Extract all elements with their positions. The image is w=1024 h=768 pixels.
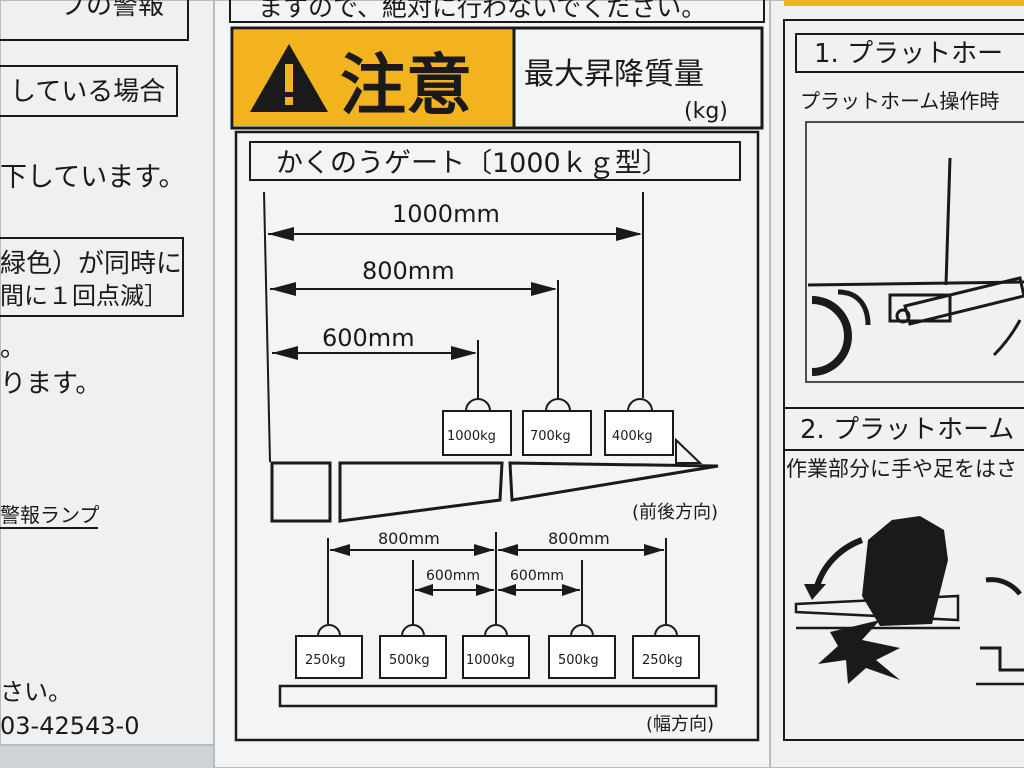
svg-text:500kg: 500kg xyxy=(389,653,430,668)
left-box2-line1: 緑色）が同時に xyxy=(0,249,182,279)
step2-title: 2. プラットホーム xyxy=(800,415,1014,445)
hand-pinch-warning-illustration xyxy=(794,516,1024,686)
width-dim-800mm-right: 800mm xyxy=(548,529,610,548)
gate-title-box xyxy=(249,141,741,181)
front-rear-diagram: 1000mm 800mm 600mm 1000kg 700kg xyxy=(263,191,719,523)
width-weight-250kg-left: 250kg xyxy=(295,624,363,679)
warning-triangle-icon xyxy=(250,44,328,112)
gate-diagram-frame xyxy=(234,130,760,742)
svg-text:700kg: 700kg xyxy=(530,429,571,444)
weight-1000kg: 1000kg xyxy=(442,398,512,456)
gate-tip xyxy=(675,437,703,464)
width-diagram: 800mm 800mm 600mm 600mm 250kg 500kg xyxy=(278,529,718,735)
step1-title: 1. プラットホー xyxy=(814,39,1003,69)
left-panel: プの警報 している場合 下しています。 緑色）が同時に 間に１回点滅］ 。 りま… xyxy=(0,0,189,740)
weight-400kg: 400kg xyxy=(604,398,674,456)
left-lamp-label: 警報ランプ xyxy=(0,503,99,527)
left-line3: ります。 xyxy=(0,369,101,399)
gate-title: かくのうゲート〔1000ｋｇ型〕 xyxy=(276,148,669,179)
left-bottom-text: さい。 xyxy=(0,678,72,706)
truck-liftgate-illustration xyxy=(805,121,1024,383)
svg-text:400kg: 400kg xyxy=(612,429,653,444)
svg-text:250kg: 250kg xyxy=(305,653,346,668)
part-number: 03-42543-0 xyxy=(0,712,139,740)
front-rear-direction-label: (前後方向) xyxy=(632,502,718,523)
svg-text:1000kg: 1000kg xyxy=(466,653,515,668)
width-dim-800mm-left: 800mm xyxy=(378,529,440,548)
svg-text:500kg: 500kg xyxy=(558,653,599,668)
caution-header-box xyxy=(230,26,764,130)
width-dim-600mm-right: 600mm xyxy=(510,568,564,584)
center-panel: ますので、絶対に行わないでください。 注意 最大昇降質量 (kg) かくのうゲー… xyxy=(229,0,765,742)
right-panel: 1. プラットホー プラットホーム操作時 2. プラットホーム 作業部分に手や足… xyxy=(783,0,1024,741)
left-sticker xyxy=(0,0,223,746)
left-top-text: プの警報 xyxy=(60,0,164,21)
width-weight-500kg-left: 500kg xyxy=(379,624,447,679)
width-weight-250kg-right: 250kg xyxy=(632,624,700,679)
left-box-text: している場合 xyxy=(10,77,165,107)
left-line2: 。 xyxy=(0,333,26,363)
width-weight-500kg-right: 500kg xyxy=(548,624,616,679)
svg-text:250kg: 250kg xyxy=(642,653,683,668)
width-weight-1000kg: 1000kg xyxy=(462,624,530,679)
width-dim-600mm-left: 600mm xyxy=(426,568,480,584)
svg-text:1000kg: 1000kg xyxy=(447,429,496,444)
max-load-title: 最大昇降質量 xyxy=(524,57,704,92)
step2-text: 作業部分に手や足をはさ xyxy=(786,457,1017,481)
gate-section-3 xyxy=(508,461,719,502)
dim-800mm: 800mm xyxy=(362,257,455,285)
step1-text: プラットホーム操作時 xyxy=(800,89,999,113)
gate-section-2 xyxy=(338,461,504,523)
dim-600mm: 600mm xyxy=(322,324,415,352)
max-load-unit: (kg) xyxy=(684,99,728,124)
weight-700kg: 700kg xyxy=(522,398,592,456)
platform-bar xyxy=(278,684,718,708)
width-direction-label: (幅方向) xyxy=(646,714,714,735)
dim-1000mm: 1000mm xyxy=(392,200,500,228)
left-box2-line2: 間に１回点滅］ xyxy=(0,282,168,310)
caution-label: 注意 xyxy=(340,47,472,124)
center-top-text: ますので、絶対に行わないでください。 xyxy=(258,0,706,22)
gate-section-1 xyxy=(270,461,332,523)
left-line1: 下しています。 xyxy=(0,162,186,193)
right-sticker xyxy=(769,0,1024,768)
